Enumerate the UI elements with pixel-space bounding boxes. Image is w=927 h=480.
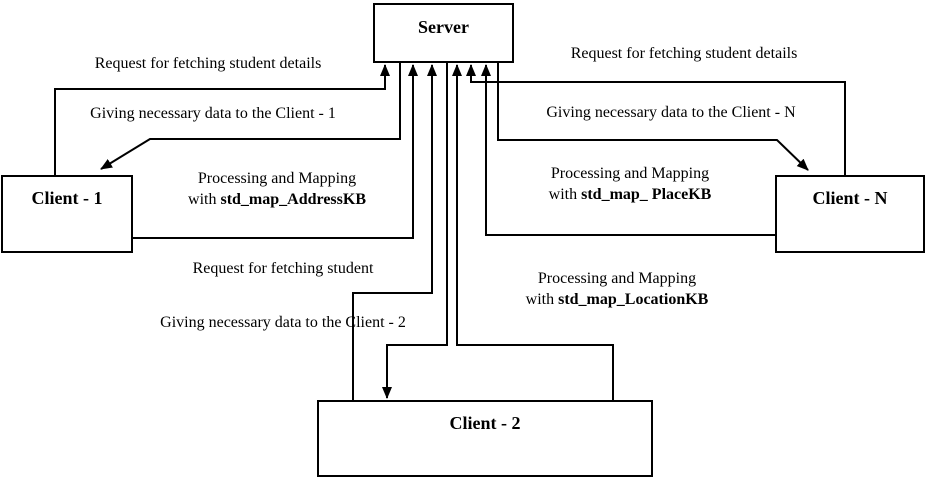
edge-request-client1-to-server	[54, 64, 390, 175]
client1-node: Client - 1	[1, 175, 133, 253]
label-request-client2: Request for fetching student	[192, 260, 374, 277]
edge-client1-to-server-processing	[133, 64, 418, 239]
label-giving-client1: Giving necessary data to the Client - 1	[90, 105, 336, 122]
clientN-node: Client - N	[775, 175, 925, 253]
label-processing-client2-prefix: with	[525, 291, 559, 308]
label-request-client1: Request for fetching student details	[94, 55, 322, 72]
client2-node-label: Client - 2	[449, 413, 521, 433]
client2-node: Client - 2	[317, 400, 653, 477]
edge-clientN-to-server-processing	[481, 64, 775, 236]
edge-client2-to-server-processing	[452, 64, 614, 400]
server-node: Server	[373, 3, 514, 63]
edge-request-clientN-to-server	[466, 64, 846, 175]
label-processing-clientN-bold: std_map_ PlaceKB	[581, 186, 712, 203]
label-processing-clientN-line1: Processing and Mapping	[550, 165, 710, 182]
label-giving-clientN: Giving necessary data to the Client - N	[546, 104, 796, 121]
label-request-clientN: Request for fetching student details	[570, 45, 798, 62]
label-processing-client2-line1: Processing and Mapping	[537, 270, 697, 287]
label-processing-client2: Processing and Mapping with std_map_Loca…	[526, 268, 709, 310]
label-processing-client2-bold: std_map_LocationKB	[558, 291, 709, 308]
edge-server-to-client1-giving	[100, 61, 401, 170]
edge-request-client2-to-server	[352, 64, 437, 400]
label-giving-client2: Giving necessary data to the Client - 2	[160, 314, 406, 331]
edge-server-to-clientN-giving	[497, 61, 809, 171]
label-processing-client1-line1: Processing and Mapping	[197, 170, 357, 187]
label-processing-clientN-prefix: with	[548, 186, 582, 203]
label-processing-client1: Processing and Mapping with std_map_Addr…	[188, 168, 366, 210]
client1-node-label: Client - 1	[31, 188, 103, 208]
label-processing-client1-bold: std_map_AddressKB	[220, 191, 366, 208]
label-processing-clientN: Processing and Mapping with std_map_ Pla…	[549, 163, 712, 205]
clientN-node-label: Client - N	[812, 188, 888, 208]
edge-server-to-client2-giving	[382, 61, 448, 399]
server-node-label: Server	[418, 17, 469, 37]
label-processing-client1-prefix: with	[188, 191, 221, 208]
